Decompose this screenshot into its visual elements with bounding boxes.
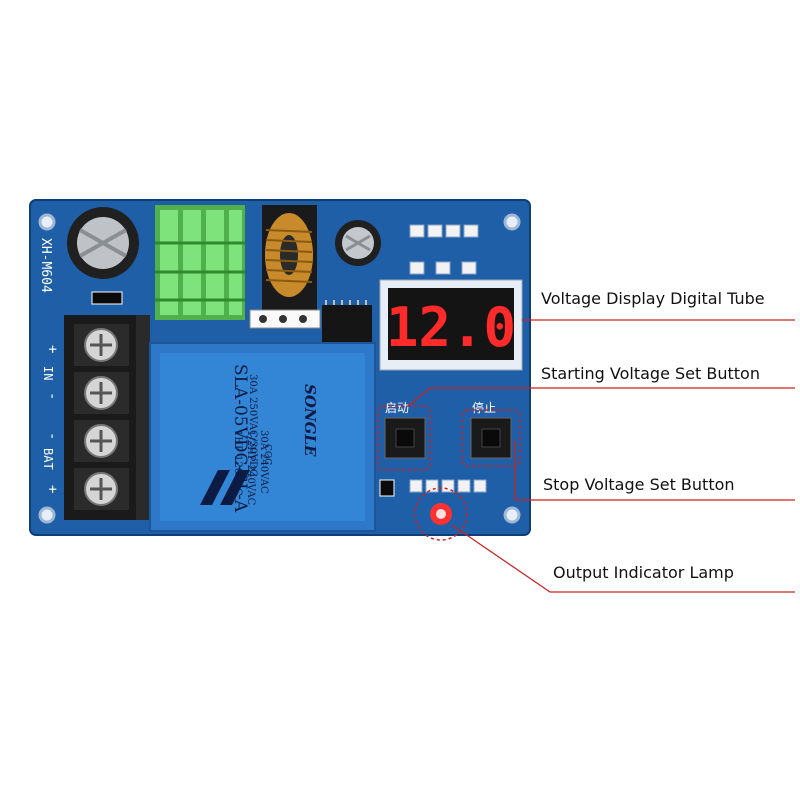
transistor-q1 [379, 479, 395, 497]
svg-text:+: + [44, 345, 60, 353]
callout-output-lamp: Output Indicator Lamp [553, 563, 734, 582]
screw-terminals [74, 324, 129, 510]
start-voltage-set-button[interactable]: 启动 [377, 401, 431, 471]
mounting-holes [38, 213, 521, 524]
ic-chip [322, 300, 372, 350]
relay: SONGLE SLA-05VDC-SL-A 30A 250VAC/30VDC C… [149, 342, 376, 532]
callout-voltage-display: Voltage Display Digital Tube [541, 289, 765, 308]
heatsink [155, 205, 245, 320]
svg-text:+: + [44, 485, 60, 493]
relay-rating-1: 1HP 120VAC [232, 430, 243, 496]
capacitor-large [67, 207, 139, 279]
relay-cert: CQC [262, 444, 272, 465]
relay-rating-2: 1/2HP 240VAC [245, 430, 256, 506]
svg-text:-: - [44, 432, 60, 440]
board-model-label: XH-M604 [38, 238, 53, 293]
svg-text:-: - [44, 392, 60, 400]
capacitor-small [335, 220, 381, 266]
output-indicator-lamp [414, 487, 468, 541]
relay-rating-0: 30A 250VAC/30VDC [247, 374, 258, 477]
display-value: 12.0 [386, 296, 516, 359]
voltage-display-digital-tube: 12.0 [379, 279, 523, 371]
relay-rating-3: 30A 240VAC [258, 430, 269, 494]
inductor [249, 205, 321, 329]
callout-lines [407, 319, 795, 593]
terminal-labels: + IN - - BAT + [41, 345, 60, 493]
svg-text:IN: IN [41, 366, 55, 380]
stop-button-label: 停止 [472, 400, 496, 415]
start-button-label: 启动 [385, 401, 409, 415]
callout-start-button: Starting Voltage Set Button [541, 364, 760, 383]
stop-voltage-set-button[interactable]: 停止 [461, 400, 521, 467]
terminal-block [64, 315, 150, 520]
svg-text:BAT: BAT [41, 448, 55, 470]
diode-d1 [91, 291, 123, 305]
callout-stop-button: Stop Voltage Set Button [543, 475, 735, 494]
relay-brand: SONGLE [301, 384, 319, 457]
